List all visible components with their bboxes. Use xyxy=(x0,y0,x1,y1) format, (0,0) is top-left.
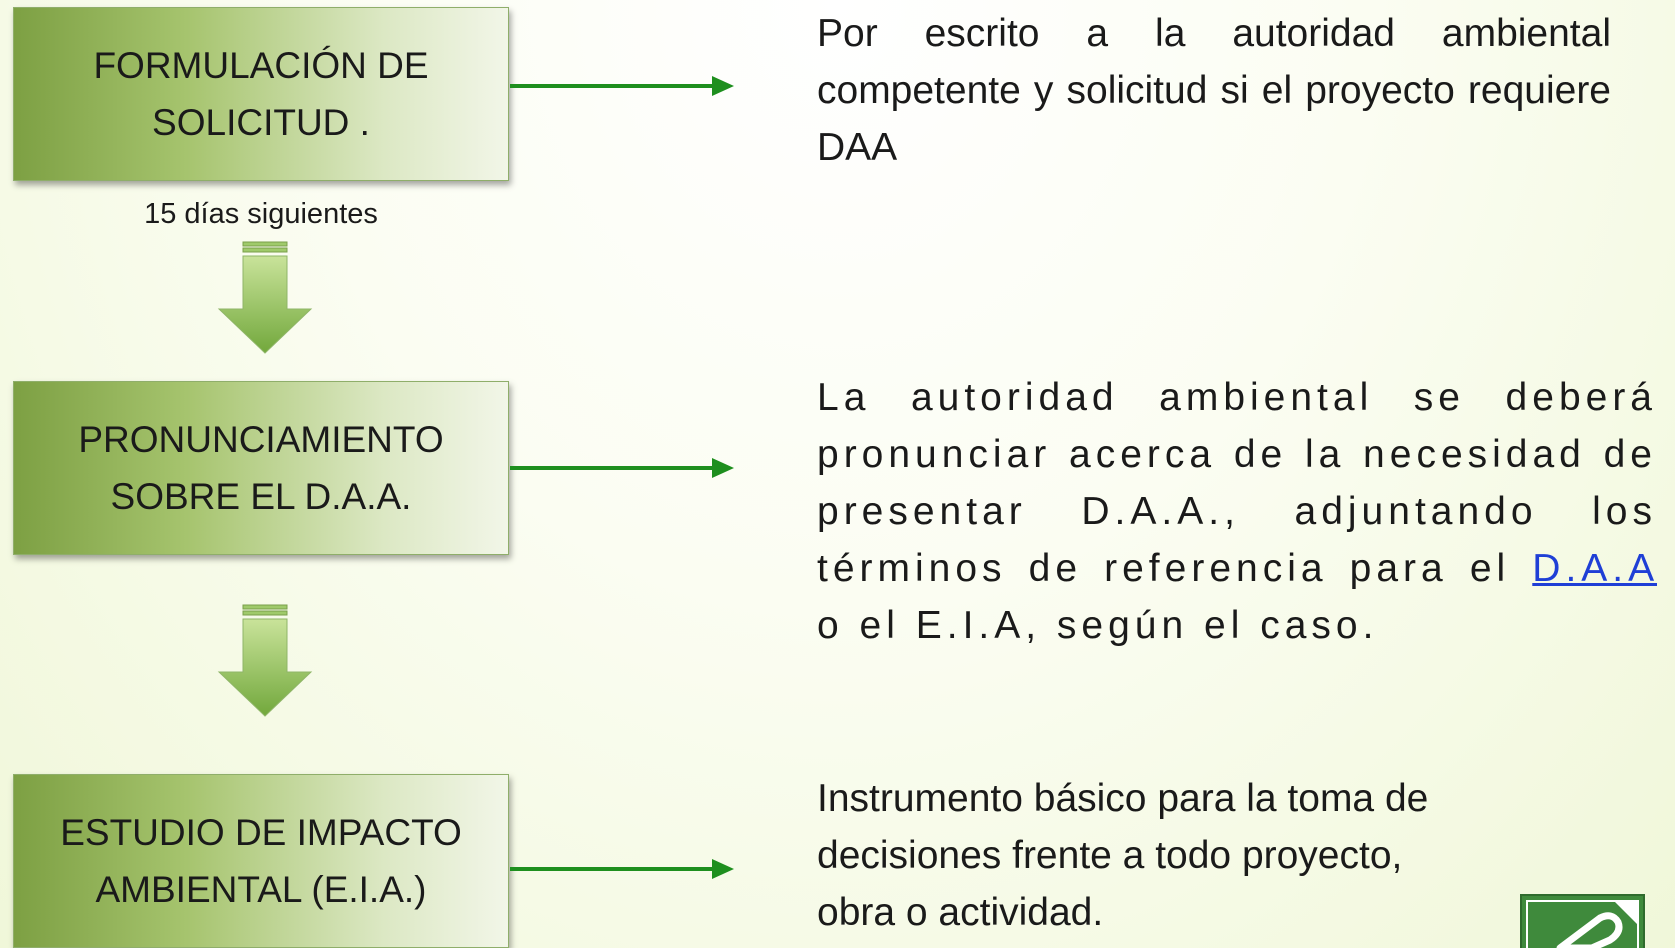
step-label-line: AMBIENTAL (E.I.A.) xyxy=(95,869,427,910)
pencil-icon xyxy=(1520,894,1645,948)
step-box-estudio: ESTUDIO DE IMPACTO AMBIENTAL (E.I.A.) xyxy=(13,774,509,948)
duration-label: 15 días siguientes xyxy=(144,198,378,230)
right-arrow xyxy=(510,859,734,879)
description-estudio: Instrumento básico para la toma de decis… xyxy=(817,777,1429,934)
daa-link[interactable]: D.A.A xyxy=(1532,547,1657,590)
down-arrow xyxy=(217,241,313,354)
step-label-line: FORMULACIÓN DE xyxy=(93,45,429,86)
right-arrow xyxy=(510,458,734,478)
step-label-line: SOBRE EL D.A.A. xyxy=(110,476,412,517)
step-label-line: PRONUNCIAMIENTO xyxy=(78,419,444,460)
down-arrow xyxy=(217,604,313,717)
right-arrow xyxy=(510,76,734,96)
description-text: La autoridad ambiental se deberá pronunc… xyxy=(817,376,1657,590)
step-label-line: ESTUDIO DE IMPACTO xyxy=(60,812,462,853)
step-label-line: SOLICITUD . xyxy=(152,102,370,143)
step-box-pronunciamiento: PRONUNCIAMIENTO SOBRE EL D.A.A. xyxy=(13,381,509,555)
description-pronunciamiento: La autoridad ambiental se deberá pronunc… xyxy=(817,369,1657,654)
step-label-pronunciamiento: PRONUNCIAMIENTO SOBRE EL D.A.A. xyxy=(78,411,443,525)
step-label-formulacion: FORMULACIÓN DE SOLICITUD . xyxy=(93,37,428,151)
step-box-formulacion: FORMULACIÓN DE SOLICITUD . xyxy=(13,7,509,181)
description-text: o el E.I.A, según el caso. xyxy=(817,604,1379,647)
step-label-estudio: ESTUDIO DE IMPACTO AMBIENTAL (E.I.A.) xyxy=(60,804,462,918)
description-formulacion: Por escrito a la autoridad ambiental com… xyxy=(817,12,1611,169)
